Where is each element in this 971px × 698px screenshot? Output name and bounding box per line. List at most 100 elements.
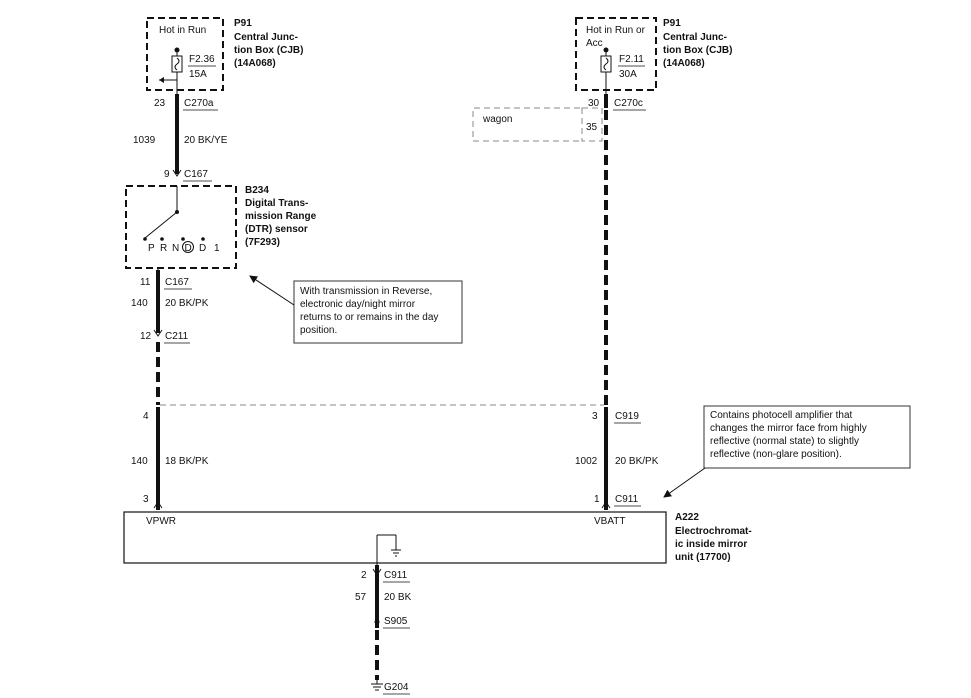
fuse-right-rating: 30A	[619, 69, 637, 80]
note-photocell: Contains photocell amplifier that change…	[663, 405, 911, 498]
mirror-id: A222	[675, 512, 699, 523]
left-lower-top-pin: 4	[143, 411, 149, 422]
left-mid-branch: 11 C167 140 20 BK/PK 12 C211	[131, 270, 209, 405]
note-reverse: With transmission in Reverse, electronic…	[249, 275, 463, 344]
mirror-name-2: ic inside mirror	[675, 539, 747, 550]
dtr-pos-n: N	[172, 243, 179, 254]
right-top-pin: 30	[588, 98, 600, 109]
fuse-box-left: Hot in Run P91 Central Junc- tion Box (C…	[146, 17, 303, 96]
fuse-icon	[159, 47, 183, 96]
dtr-pos-d: D	[199, 243, 206, 254]
note-reverse-line-2: electronic day/night mirror	[300, 299, 416, 310]
internal-ground-icon	[376, 534, 401, 570]
left-wire-color: 20 BK/YE	[184, 135, 228, 146]
note-reverse-arrow	[249, 275, 295, 306]
note-reverse-line-1: With transmission in Reverse,	[300, 286, 432, 297]
right-c919-pin: 3	[592, 411, 598, 422]
mirror-unit: VPWR VBATT A222 Electrochromat- ic insid…	[123, 511, 752, 570]
sensor-out-pin: 11	[140, 277, 151, 288]
note-photocell-line-1: Contains photocell amplifier that	[710, 410, 853, 421]
fuse-box-left-name-1: Central Junc-	[234, 32, 298, 43]
sensor-in-pin: 9	[164, 169, 170, 180]
mirror-name-1: Electrochromat-	[675, 526, 752, 537]
fuse-box-left-condition: Hot in Run	[159, 25, 206, 36]
sensor-in-conn: C167	[184, 169, 208, 180]
note-reverse-line-4: position.	[300, 325, 337, 336]
fuse-box-left-border	[146, 17, 224, 91]
ground-circuit: 57	[355, 592, 367, 603]
fuse-box-right: Hot in Run or Acc P91 Central Junc- tion…	[575, 17, 732, 96]
note-photocell-line-2: changes the mirror face from highly	[710, 423, 867, 434]
c211-conn: C211	[165, 331, 189, 342]
fuse-box-left-name-2: tion Box (CJB)	[234, 45, 303, 56]
note-photocell-box	[703, 405, 911, 469]
fuse-box-left-id: P91	[234, 18, 252, 29]
ground-conn: C911	[384, 570, 408, 581]
mid-wire-circuit: 140	[131, 298, 148, 309]
note-reverse-line-3: returns to or remains in the day	[300, 312, 438, 323]
wagon-option-box	[472, 107, 580, 142]
right-branch: 30 C270c wagon 35	[472, 94, 646, 405]
dtr-pos-d-circle	[182, 241, 194, 253]
sensor-name-1: Digital Trans-	[245, 198, 308, 209]
lower-wires: 4 140 18 BK/PK 3 3 C919 1002 20 BK/PK 1 …	[131, 407, 659, 510]
ground-branch: 2 C911 57 20 BK S905 G204	[355, 565, 412, 695]
sensor-name-2: mission Range	[245, 211, 317, 222]
ground-color: 20 BK	[384, 592, 412, 603]
dtr-pos-p: P	[148, 243, 155, 254]
sensor-out-conn: C167	[165, 277, 189, 288]
right-circuit: 1002	[575, 456, 598, 467]
right-top-conn: C270c	[614, 98, 643, 109]
fuse-box-right-id: P91	[663, 18, 681, 29]
sensor-name-3: (DTR) sensor	[245, 224, 308, 235]
dtr-pos-1: 1	[214, 243, 220, 254]
left-top-conn: C270a	[184, 98, 214, 109]
mirror-pin-left: VPWR	[146, 516, 176, 527]
note-photocell-line-3: reflective (normal state) to slightly	[710, 436, 859, 447]
dtr-pos-r: R	[160, 243, 167, 254]
note-photocell-line-4: reflective (non-glare position).	[710, 449, 842, 460]
c211-pin: 12	[140, 331, 152, 342]
dtr-switch-arm	[144, 211, 178, 239]
ground-pin: 2	[361, 570, 367, 581]
left-lower-circuit: 140	[131, 456, 148, 467]
left-lower-bottom-pin: 3	[143, 494, 149, 505]
ground-label: G204	[384, 682, 409, 693]
fuse-box-right-name-3: (14A068)	[663, 58, 705, 69]
mirror-pin-right: VBATT	[594, 516, 625, 527]
mid-wire-color: 20 BK/PK	[165, 298, 209, 309]
fuse-box-left-name-3: (14A068)	[234, 58, 276, 69]
splice-label: S905	[384, 616, 408, 627]
mirror-name-3: unit (17700)	[675, 552, 731, 563]
fuse-box-right-border	[575, 17, 657, 91]
left-branch: 23 C270a 1039 20 BK/YE 9 C167	[133, 94, 228, 182]
right-color: 20 BK/PK	[615, 456, 659, 467]
dtr-pos-d-circled: D	[185, 243, 192, 254]
sensor-id: B234	[245, 185, 269, 196]
fuse-box-right-condition-2: Acc	[586, 38, 603, 49]
right-c919-conn: C919	[615, 411, 639, 422]
mirror-unit-box	[123, 511, 667, 564]
sensor-name-4: (7F293)	[245, 237, 280, 248]
dtr-sensor: P R N D D 1 B234 Digital Trans- mission …	[125, 185, 317, 282]
fuse-left-id: F2.36	[189, 54, 215, 65]
fuse-box-right-name-1: Central Junc-	[663, 32, 727, 43]
left-wire-circuit: 1039	[133, 135, 156, 146]
left-top-pin: 23	[154, 98, 166, 109]
ground-icon	[371, 680, 383, 691]
right-c911-conn: C911	[615, 494, 639, 505]
splice-dot	[374, 619, 380, 625]
dtr-sensor-border	[125, 185, 237, 269]
fuse-icon	[600, 47, 612, 96]
wagon-label: wagon	[482, 114, 512, 125]
fuse-left-rating: 15A	[189, 69, 207, 80]
note-photocell-arrow	[663, 467, 706, 498]
fuse-right-id: F2.11	[619, 54, 644, 65]
note-reverse-box	[293, 280, 463, 344]
right-c911-pin: 1	[594, 494, 600, 505]
fuse-box-right-condition-1: Hot in Run or	[586, 25, 646, 36]
fuse-box-right-name-2: tion Box (CJB)	[663, 45, 732, 56]
left-lower-color: 18 BK/PK	[165, 456, 209, 467]
wagon-pin: 35	[586, 122, 598, 133]
